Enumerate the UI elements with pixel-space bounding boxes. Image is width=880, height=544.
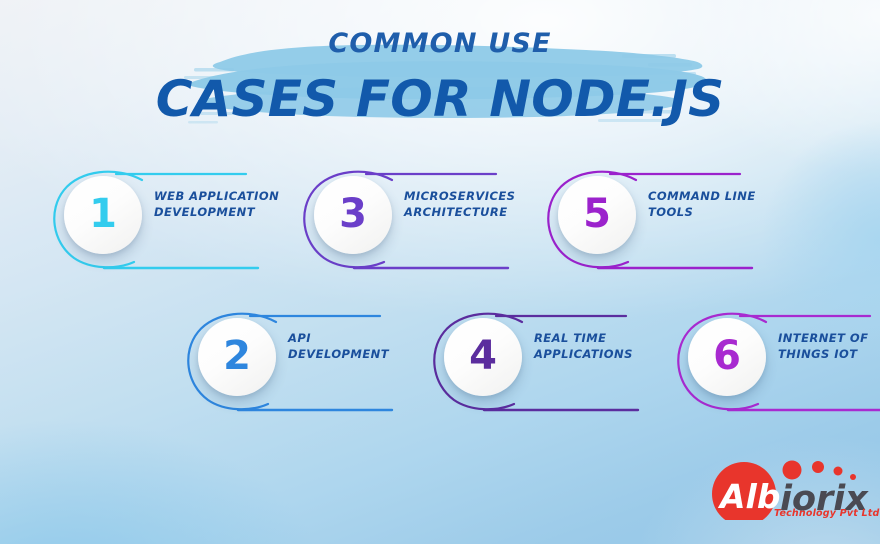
use-case-card-6[interactable]: 6 INTERNET OF THINGS IOT <box>670 310 880 418</box>
title-block: COMMON USE CASES FOR NODE.JS <box>0 8 880 138</box>
card-number-circle: 5 <box>558 176 636 254</box>
use-case-card-2[interactable]: 2 API DEVELOPMENT <box>180 310 430 418</box>
card-label-line-2: THINGS IOT <box>778 347 858 362</box>
card-label-line-1: COMMAND LINE <box>648 189 756 203</box>
card-number: 5 <box>583 191 611 237</box>
logo-mark-icon: Alb iorix <box>712 460 869 520</box>
card-label: MICROSERVICES ARCHITECTURE <box>404 188 552 221</box>
card-number-circle: 2 <box>198 318 276 396</box>
use-case-card-3[interactable]: 3 MICROSERVICES ARCHITECTURE <box>296 168 546 276</box>
card-label-line-2: ARCHITECTURE <box>404 205 508 220</box>
card-label-line-2: TOOLS <box>648 205 694 220</box>
card-label-line-1: WEB APPLICATION <box>154 189 280 203</box>
use-case-card-4[interactable]: 4 REAL TIME APPLICATIONS <box>426 310 676 418</box>
card-label: REAL TIME APPLICATIONS <box>534 330 682 363</box>
card-label: COMMAND LINE TOOLS <box>648 188 796 221</box>
card-number: 6 <box>713 333 741 379</box>
card-label: API DEVELOPMENT <box>288 330 436 363</box>
card-label-line-1: REAL TIME <box>534 331 607 345</box>
card-number-circle: 1 <box>64 176 142 254</box>
card-label-line-1: API <box>288 331 311 345</box>
card-number: 4 <box>469 333 497 379</box>
card-label: INTERNET OF THINGS IOT <box>778 330 880 363</box>
use-case-card-5[interactable]: 5 COMMAND LINE TOOLS <box>540 168 790 276</box>
card-label-line-1: MICROSERVICES <box>404 189 516 203</box>
card-label: WEB APPLICATION DEVELOPMENT <box>154 188 302 221</box>
brush-stroke-decoration <box>184 44 707 124</box>
page-title-line-1: COMMON USE <box>328 28 552 59</box>
use-case-card-1[interactable]: 1 WEB APPLICATION DEVELOPMENT <box>46 168 296 276</box>
card-number-circle: 4 <box>444 318 522 396</box>
card-accent-outline <box>677 312 880 412</box>
card-accent-outline <box>187 312 394 412</box>
logo-mark-text: Alb <box>717 477 780 516</box>
card-label-line-2: DEVELOPMENT <box>288 347 389 362</box>
card-number-circle: 6 <box>688 318 766 396</box>
card-label-line-2: APPLICATIONS <box>534 347 633 362</box>
card-number: 3 <box>339 191 367 237</box>
card-number: 1 <box>89 191 117 237</box>
logo-tagline: Technology Pvt Ltd <box>774 508 880 519</box>
card-number-circle: 3 <box>314 176 392 254</box>
card-accent-outline <box>303 170 510 270</box>
card-accent-outline <box>433 312 640 412</box>
page-title-line-2: CASES FOR NODE.JS <box>155 70 725 128</box>
albiorix-logo[interactable]: Alb iorix Technology Pvt Ltd <box>706 452 879 532</box>
card-label-line-1: INTERNET OF <box>778 331 869 345</box>
logo-word-text: iorix <box>780 479 869 519</box>
card-number: 2 <box>223 333 251 379</box>
card-accent-outline <box>53 170 260 270</box>
card-accent-outline <box>547 170 754 270</box>
card-label-line-2: DEVELOPMENT <box>154 205 255 220</box>
